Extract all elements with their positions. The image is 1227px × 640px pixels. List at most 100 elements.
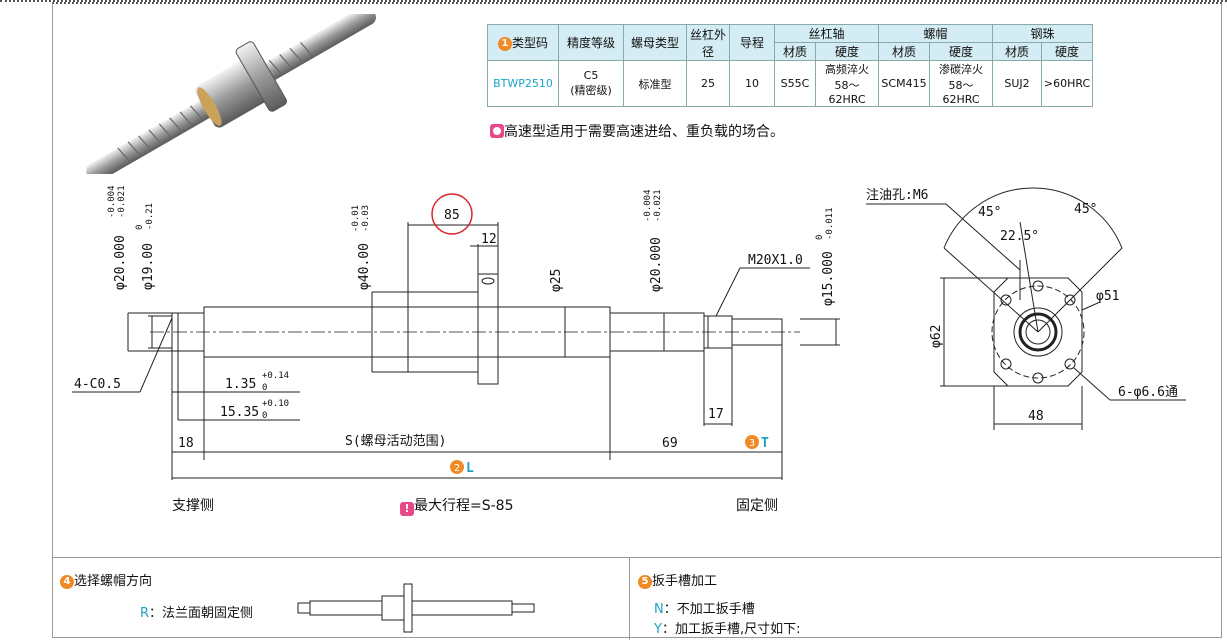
angle-22-5: 22.5° [1000,229,1039,244]
th-lead: 导程 [729,24,775,61]
cell-nut-hardness-2: 58～62HRC [942,79,980,106]
bolt-hole-3 [1064,294,1076,306]
note-text: 高速型适用于需要高速进给、重负载的场合。 [504,124,784,140]
tol-phi20-left-up: -0.004 [107,185,117,218]
cell-shaft-hardness-2: 58～62HRC [828,79,866,106]
bolt-hole-5 [1032,372,1044,384]
th-nut-material: 材质 [878,42,930,61]
cell-precision-1: C5 [583,69,599,82]
option-y-text: ：加工扳手槽,尺寸如下: [661,622,801,637]
bolt-hole-1 [1000,294,1012,306]
dim-17: 17 [708,407,724,422]
dim-15-35: 15.35 [220,405,259,420]
cell-shaft-hardness-1: 高频淬火 [825,63,869,76]
cell-nut-type: 标准型 [623,60,687,107]
tol-phi20-right-up: -0.004 [643,189,653,222]
tol-phi19-low: -0.21 [145,203,155,230]
callout-circle [431,193,473,235]
option-n: N：不加工扳手槽 [654,598,755,617]
nut-outer [1013,307,1063,357]
note-icon [490,124,504,138]
tol-1-35-low: 0 [262,383,267,393]
top-border [0,0,1227,5]
dim-1-35: 1.35 [225,377,256,392]
tol-1-35-up: +0.14 [262,371,289,381]
tol-15-35-up: +0.10 [262,399,289,409]
dim-phi20-right: φ20.000 [649,237,664,292]
tol-15-35-low: 0 [262,411,267,421]
tol-phi40-low: -0.03 [361,205,371,232]
angle-45-left: 45° [978,205,1001,220]
tol-phi15-low: -0.011 [825,207,835,240]
cell-nut-hardness-1: 渗碳淬火 [939,63,983,76]
option-r: R：法兰面朝固定侧 [140,602,253,621]
angle-arc [943,187,1123,249]
nut-flange [477,273,499,385]
option-y-key: Y [654,622,662,637]
label-T: T [761,436,769,451]
dim-18: 18 [178,436,194,451]
dim-phi40: φ40.00 [357,243,372,290]
bolt-hole-2 [1032,280,1044,292]
dim-phi62: φ62 [929,325,944,348]
tol-phi40-up: -0.01 [351,205,361,232]
cell-precision: C5 (精密级) [558,60,624,107]
holes-label: 6-φ6.6通 [1118,385,1178,400]
section4-title-text: 选择螺帽方向 [74,574,153,589]
cell-shaft-od: 25 [686,60,730,107]
th-shaft-group: 丝杠轴 [774,24,879,43]
dim-phi15: φ15.000 [821,251,836,306]
th-precision: 精度等级 [558,24,624,61]
flange-end-view [866,187,1186,430]
option-n-text: ：不加工扳手槽 [663,602,755,617]
angle-45-right: 45° [1074,202,1097,217]
tol-phi20-left-low: -0.021 [117,185,127,218]
cell-ball-material: SUJ2 [992,60,1042,107]
cell-nut-hardness: 渗碳淬火 58～62HRC [929,60,993,107]
th-nut-type: 螺母类型 [623,24,687,61]
badge-3 [745,435,759,449]
badge-2 [450,460,464,474]
dim-48: 48 [1028,409,1044,424]
badge-2-num: 2 [454,463,460,474]
section5-title-text: 扳手槽加工 [652,574,718,589]
badge-4: 4 [60,574,74,589]
oil-hole-label: 注油孔:M6 [866,188,928,203]
chamfer-label: 4-C0.5 [74,377,121,392]
thread-label: M20X1.0 [748,253,803,268]
bolt-circle [991,285,1085,379]
support-side-label: 支撑侧 [172,498,214,514]
bolt-hole-6 [1064,358,1076,370]
dim-phi20-left: φ20.000 [113,235,128,290]
dim-phi25: φ25 [549,269,564,292]
dim-12: 12 [481,232,497,247]
max-stroke-text: 最大行程=S-85 [414,498,514,514]
nut-inner [1018,312,1058,352]
dim-phi51: φ51 [1096,289,1119,304]
warning-icon: ! [400,502,414,516]
dim-phi19: φ19.00 [141,243,156,290]
tol-phi20-right-low: -0.021 [653,189,663,222]
ball-screw-photo [86,14,376,174]
cell-shaft-material: S55C [774,60,816,107]
cell-model-code: BTWP2510 [487,60,559,107]
th-ball-hardness: 硬度 [1041,42,1093,61]
note: 高速型适用于需要高速进给、重负载的场合。 [490,121,784,141]
bolt-hole-4 [1000,358,1012,370]
nut-direction-diagram [297,583,535,633]
cell-shaft-hardness: 高频淬火 58～62HRC [815,60,879,107]
option-r-text: ：法兰面朝固定侧 [149,606,254,621]
cell-precision-2: (精密级) [570,84,612,97]
oil-hole [481,277,495,285]
shaft-end [731,318,783,346]
drawing-frame [52,2,1222,638]
dim-69: 69 [662,436,678,451]
shaft-drawing: 85 12 M20X1.0 4-C0.5 1.35 +0.14 0 15.35 … [72,185,1186,480]
badge-5: 5 [638,574,652,589]
dim-85: 85 [444,208,460,223]
